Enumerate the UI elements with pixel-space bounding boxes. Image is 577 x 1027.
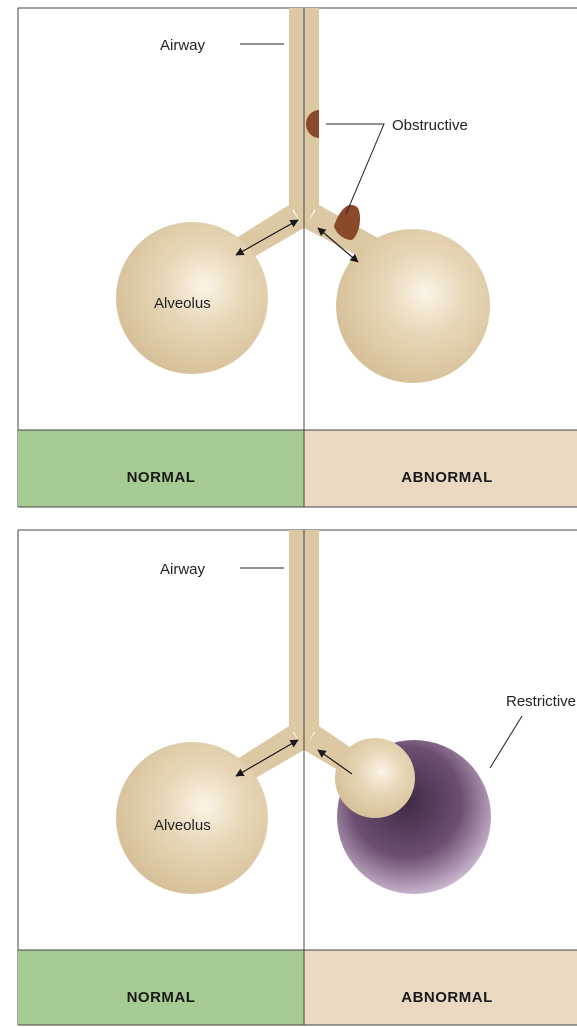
- panel-restrictive: Airway Alveolus Restrictive NORMAL ABNOR…: [18, 530, 577, 1025]
- obstructive-label: Obstructive: [392, 117, 468, 134]
- restrictive-leader-line: [490, 716, 522, 768]
- abnormal-alveolus: [336, 229, 490, 383]
- abnormal-footer-bar: [304, 950, 577, 1025]
- alveolus-label: Alveolus: [154, 817, 211, 834]
- obstructive-leader-line: [326, 124, 384, 214]
- airway-label: Airway: [160, 561, 206, 578]
- alveolus-label: Alveolus: [154, 295, 211, 312]
- airway-label: Airway: [160, 37, 206, 54]
- abnormal-footer-label: ABNORMAL: [401, 469, 493, 486]
- panel-obstructive: Airway Alveolus Obstructive NORMAL ABNOR…: [18, 8, 577, 507]
- restricted-alveolus: [335, 738, 415, 818]
- normal-footer-label: NORMAL: [127, 989, 196, 1006]
- abnormal-footer-label: ABNORMAL: [401, 989, 493, 1006]
- normal-footer-label: NORMAL: [127, 469, 196, 486]
- normal-footer-bar: [18, 950, 304, 1025]
- restrictive-label: Restrictive: [506, 693, 576, 710]
